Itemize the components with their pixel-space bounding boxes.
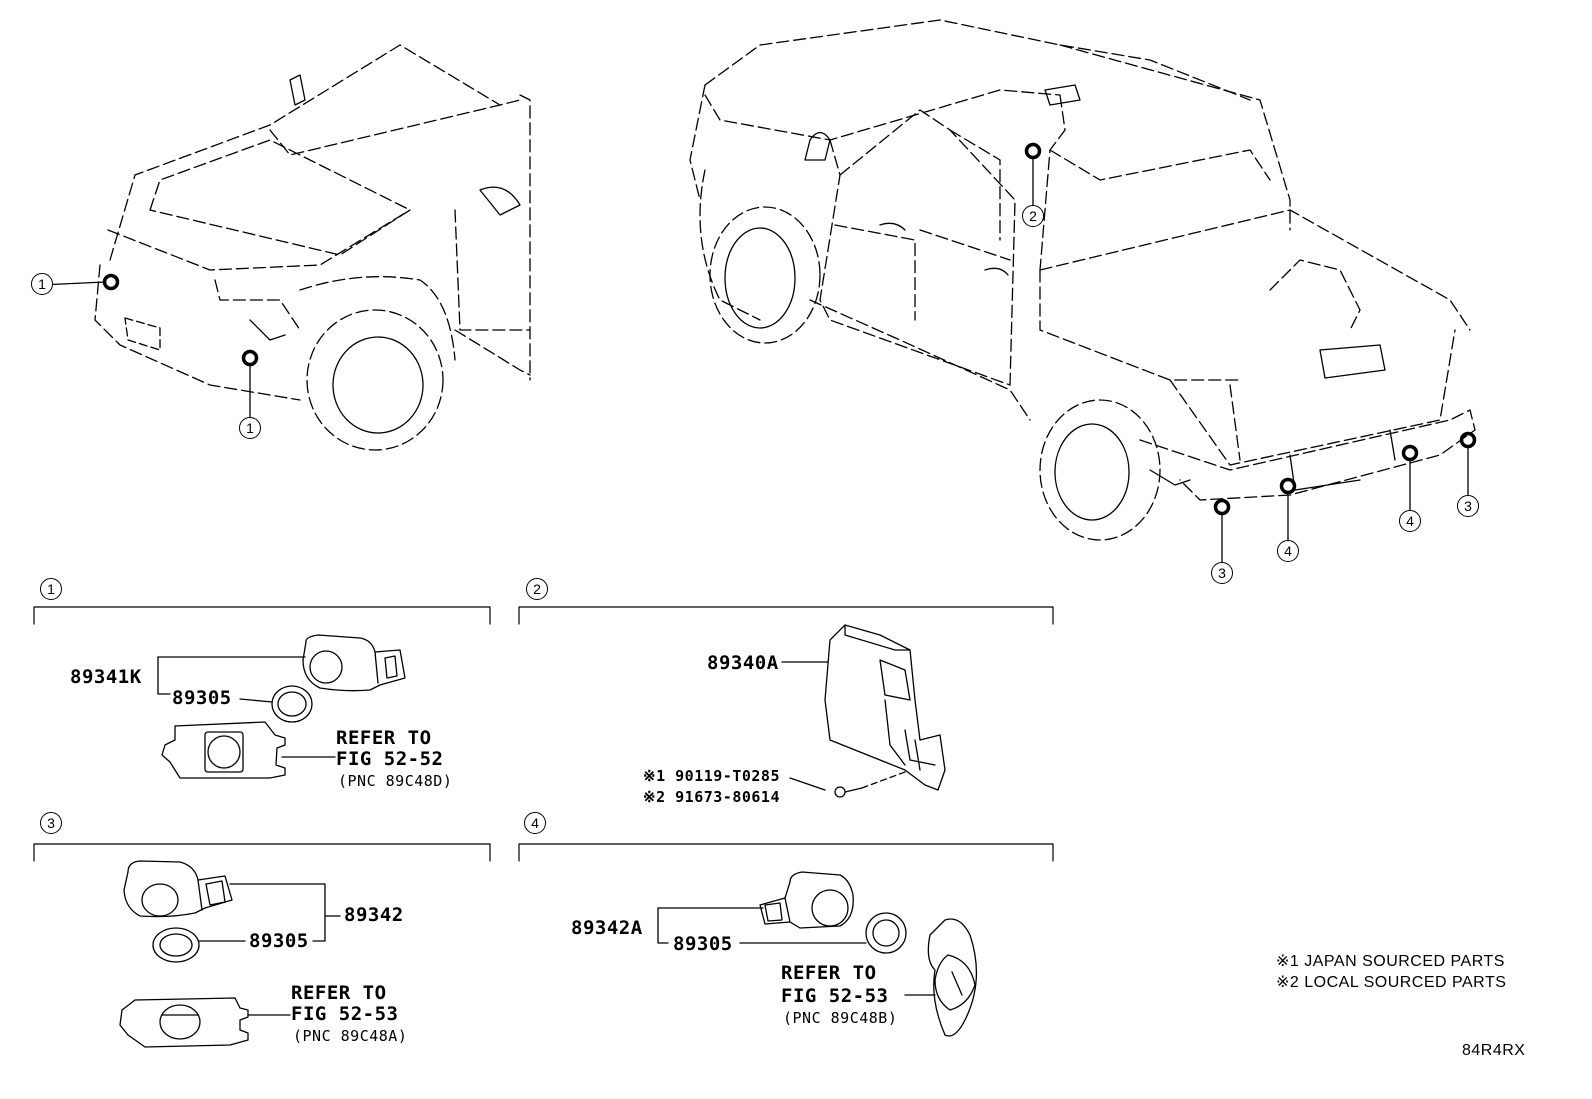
rear-vehicle-view [689,19,1477,563]
section1-number: 1 [40,578,62,600]
part-89341K: 89341K [70,666,142,688]
fig-ref-s4: FIG 52-53 [781,985,889,1007]
section2-parts [781,624,946,798]
refer-to-s4: REFER TO [781,962,877,984]
section-frames [33,606,1054,862]
section4-number: 4 [524,812,546,834]
callout-1-lower: 1 [239,417,261,439]
refer-to-s1: REFER TO [336,727,432,749]
illustration-code: 84R4RX [1462,1042,1526,1059]
part-89340A: 89340A [707,652,779,674]
part-89305-s1: 89305 [172,687,232,709]
section1-parts [157,634,406,779]
fig-ref-s3: FIG 52-53 [291,1003,399,1025]
front-vehicle-view [39,44,531,451]
callout-2-roof: 2 [1022,205,1044,227]
section3-number: 3 [40,812,62,834]
callout-4-rear-center: 4 [1277,540,1299,562]
note-japan-sourced: ※1 JAPAN SOURCED PARTS [1276,953,1505,970]
fig-ref-s1: FIG 52-52 [336,748,444,770]
part-89305-s4: 89305 [673,933,733,955]
part-89342: 89342 [344,904,404,926]
callout-3-rear-corner: 3 [1457,495,1479,517]
section3-parts [119,860,341,1048]
pnc-s3: (PNC 89C48A) [293,1027,408,1045]
part-89305-s3: 89305 [249,930,309,952]
callout-1-left: 1 [31,273,53,295]
callout-3-rear-left: 3 [1211,562,1233,584]
note-local-sourced: ※2 LOCAL SOURCED PARTS [1276,974,1507,991]
pnc-s1: (PNC 89C48D) [338,772,453,790]
bolt-japan: ※1 90119-T0285 [643,767,780,785]
section2-number: 2 [526,578,548,600]
section4-parts [657,871,978,1037]
refer-to-s3: REFER TO [291,982,387,1004]
pnc-s4: (PNC 89C48B) [783,1009,898,1027]
bolt-local: ※2 91673-80614 [643,788,780,806]
part-89342A: 89342A [571,917,643,939]
callout-4-rear-right: 4 [1399,510,1421,532]
